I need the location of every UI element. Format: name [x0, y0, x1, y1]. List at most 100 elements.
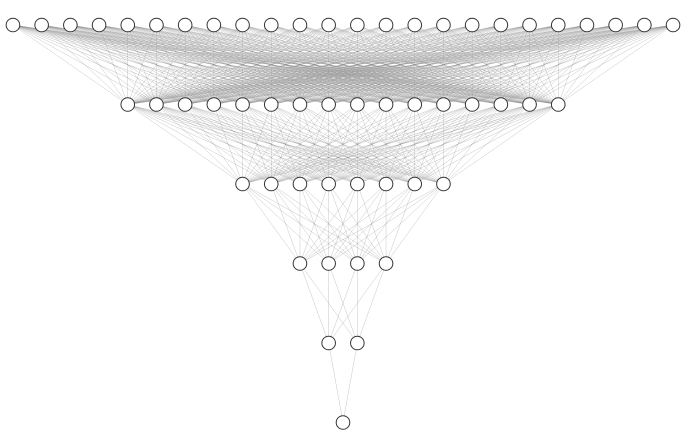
node-layer0-17 [493, 17, 509, 33]
node-layer1-1 [149, 97, 164, 112]
node-layer1-13 [493, 97, 509, 112]
edge-l0-20-to-l1-0 [127, 24, 587, 105]
edge-l2-7-to-l3-3 [385, 183, 444, 264]
edge-l0-7-to-l1-0 [127, 24, 214, 105]
node-layer0-18 [522, 17, 537, 33]
edge-l0-23-to-l1-8 [357, 24, 674, 105]
edge-l1-9-to-l2-0 [242, 104, 387, 185]
edge-l2-7-to-l3-1 [328, 183, 444, 264]
node-layer0-11 [321, 17, 336, 33]
edge-l0-23-to-l1-13 [500, 24, 674, 105]
edge-l1-15-to-l2-7 [443, 104, 559, 185]
edge-l0-9-to-l1-0 [127, 24, 272, 105]
edge-l0-23-to-l1-2 [185, 24, 674, 105]
node-layer0-14 [407, 17, 423, 33]
node-layer0-3 [91, 17, 107, 33]
edge-l1-15-to-l2-4 [357, 104, 559, 185]
edge-l0-18-to-l1-0 [127, 24, 530, 105]
edges [12, 24, 674, 423]
node-layer1-7 [321, 97, 336, 112]
node-layer1-4 [235, 97, 250, 112]
node-layer2-5 [378, 176, 394, 192]
edge-l1-1-to-l2-0 [156, 104, 243, 185]
edge-l3-3-to-l4-0 [328, 263, 387, 344]
edge-l1-12-to-l2-0 [242, 104, 473, 185]
node-layer0-6 [177, 17, 193, 33]
edge-l1-0-to-l2-0 [127, 104, 243, 185]
node-layer2-3 [321, 176, 336, 192]
edge-l2-0-to-l3-0 [242, 183, 301, 264]
edge-l1-2-to-l2-0 [185, 104, 243, 185]
node-layer1-5 [263, 97, 279, 112]
edge-l2-7-to-l3-0 [299, 183, 444, 264]
node-layer2-4 [350, 176, 365, 192]
edge-l3-0-to-l4-0 [299, 263, 329, 344]
edge-l0-22-to-l1-0 [127, 24, 645, 105]
node-layer0-13 [378, 17, 394, 33]
edge-l2-6-to-l3-0 [299, 183, 415, 264]
node-layer2-2 [292, 176, 308, 192]
node-layer0-16 [464, 17, 480, 33]
node-layer3-2 [350, 256, 365, 271]
node-layer0-1 [34, 17, 49, 33]
node-layer0-5 [149, 17, 164, 33]
edge-l1-8-to-l2-0 [242, 104, 358, 185]
edge-l0-3-to-l1-0 [98, 24, 128, 105]
edge-l0-23-to-l1-12 [472, 24, 674, 105]
edge-l2-4-to-l3-0 [299, 183, 358, 264]
node-layer1-0 [120, 97, 136, 112]
edge-l1-15-to-l2-2 [299, 104, 559, 185]
edge-l0-21-to-l1-0 [127, 24, 616, 105]
edge-l1-3-to-l2-0 [213, 104, 243, 185]
edge-l1-15-to-l2-3 [328, 104, 559, 185]
edge-l0-10-to-l1-0 [127, 24, 301, 105]
node-layer0-20 [579, 17, 595, 33]
edge-l1-15-to-l2-0 [242, 104, 559, 185]
edge-l0-23-to-l1-9 [386, 24, 674, 105]
edge-l2-7-to-l3-2 [357, 183, 444, 264]
node-layer1-8 [350, 97, 365, 112]
edge-l0-6-to-l1-0 [127, 24, 186, 105]
edge-l0-23-to-l1-5 [271, 24, 674, 105]
edge-l0-15-to-l1-0 [127, 24, 444, 105]
edge-l2-1-to-l3-0 [271, 183, 301, 264]
edge-l0-8-to-l1-0 [127, 24, 243, 105]
edge-l0-14-to-l1-0 [127, 24, 415, 105]
node-layer0-0 [5, 17, 21, 33]
node-layer2-0 [235, 176, 250, 192]
edge-l3-3-to-l4-1 [357, 263, 387, 344]
edge-l0-23-to-l1-0 [127, 24, 674, 105]
node-layer0-19 [550, 17, 566, 33]
node-layer0-21 [608, 17, 623, 33]
node-layer3-1 [321, 256, 336, 271]
edge-l0-23-to-l1-6 [299, 24, 674, 105]
node-layer3-0 [292, 256, 308, 271]
edge-l2-3-to-l3-0 [299, 183, 329, 264]
node-layer0-23 [665, 17, 681, 33]
node-layer0-7 [206, 17, 222, 33]
edge-l0-23-to-l1-3 [213, 24, 674, 105]
edge-l1-14-to-l2-0 [242, 104, 530, 185]
node-layer3-3 [378, 256, 394, 271]
node-layer0-8 [235, 17, 250, 33]
edge-l0-16-to-l1-0 [127, 24, 473, 105]
edge-l1-10-to-l2-0 [242, 104, 415, 185]
edge-l1-6-to-l2-0 [242, 104, 301, 185]
edge-l4-0-to-l5-0 [328, 342, 344, 423]
edge-l0-23-to-l1-14 [529, 24, 674, 105]
nodes [5, 17, 681, 430]
edge-l0-23-to-l1-11 [443, 24, 674, 105]
node-layer0-2 [63, 17, 78, 33]
node-layer1-6 [292, 97, 308, 112]
node-layer2-7 [436, 176, 451, 192]
node-layer0-15 [436, 17, 451, 33]
node-layer0-9 [263, 17, 279, 33]
edge-l0-0-to-l1-0 [12, 24, 128, 105]
node-layer0-22 [637, 17, 652, 33]
node-layer0-12 [350, 17, 365, 33]
node-layer4-0 [321, 335, 336, 351]
edge-l0-23-to-l1-1 [156, 24, 674, 105]
edge-l1-11-to-l2-0 [242, 104, 444, 185]
edge-l0-23-to-l1-15 [558, 24, 674, 105]
